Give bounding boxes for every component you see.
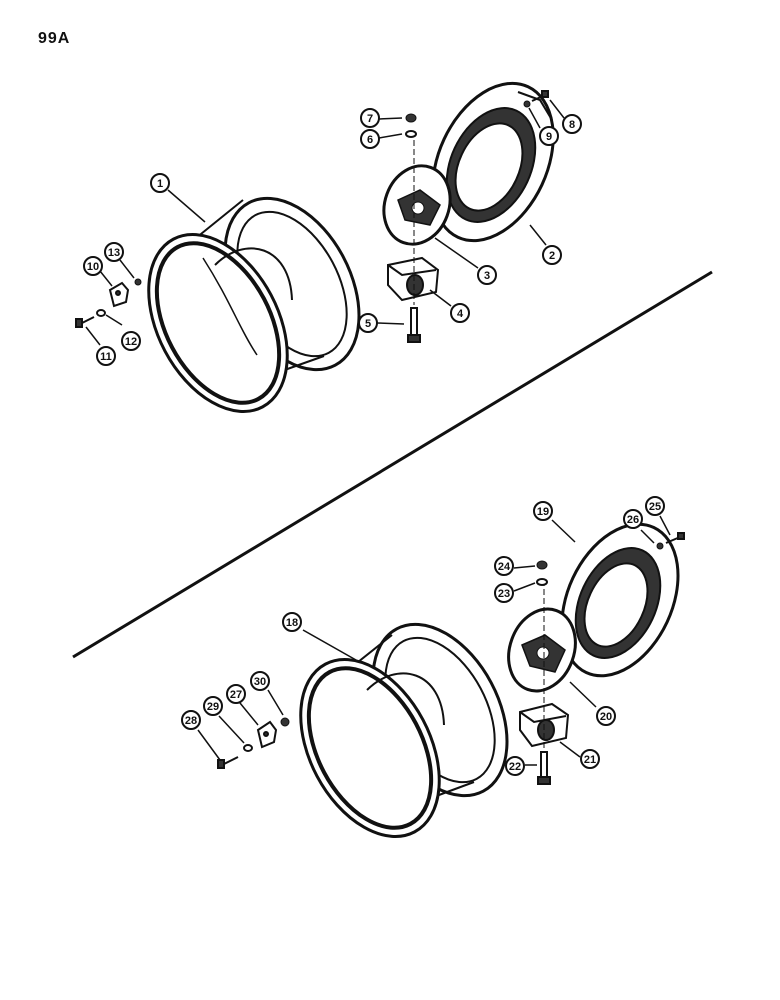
svg-text:26: 26 <box>627 514 639 526</box>
svg-text:24: 24 <box>498 561 511 573</box>
svg-text:11: 11 <box>100 351 112 363</box>
wheel-rim-upper <box>147 196 361 413</box>
hub-plate-upper <box>382 164 452 246</box>
callout-8: 8 <box>562 114 582 134</box>
callout-9: 9 <box>539 126 559 146</box>
divider-line <box>72 270 713 659</box>
callout-3: 3 <box>477 265 497 285</box>
nut-13 <box>134 278 142 286</box>
callout-26: 26 <box>623 509 643 529</box>
nut-30 <box>280 717 290 727</box>
callout-11: 11 <box>96 346 116 366</box>
bolt-11 <box>75 316 95 328</box>
bracket-10 <box>108 281 130 308</box>
svg-text:18: 18 <box>286 617 298 629</box>
callout-2: 2 <box>542 245 562 265</box>
page-label: 99A <box>38 30 71 47</box>
bracket-27 <box>256 720 278 749</box>
svg-text:20: 20 <box>600 711 612 723</box>
svg-text:30: 30 <box>254 676 266 688</box>
svg-text:21: 21 <box>584 754 596 766</box>
svg-text:6: 6 <box>367 134 373 146</box>
bolt-5 <box>407 307 421 343</box>
callout-28: 28 <box>181 710 201 730</box>
washer-29 <box>243 744 253 752</box>
svg-text:19: 19 <box>537 506 549 518</box>
callout-27: 27 <box>226 684 246 704</box>
callout-10: 10 <box>83 256 103 276</box>
svg-text:28: 28 <box>185 715 197 727</box>
callout-1: 1 <box>150 173 170 193</box>
callout-30: 30 <box>250 671 270 691</box>
callout-29: 29 <box>203 696 223 716</box>
svg-text:2: 2 <box>549 250 555 262</box>
bolt-22 <box>537 751 551 785</box>
weight-plate-upper <box>431 81 555 243</box>
callout-23: 23 <box>494 583 514 603</box>
clamp-block-upper <box>387 256 440 302</box>
svg-text:7: 7 <box>367 113 373 125</box>
callout-22: 22 <box>505 756 525 776</box>
bolt-25 <box>665 532 685 544</box>
callout-19: 19 <box>533 501 553 521</box>
svg-text:10: 10 <box>87 261 99 273</box>
callout-4: 4 <box>450 303 470 323</box>
svg-text:1: 1 <box>157 178 163 190</box>
washer-6 <box>405 130 417 138</box>
svg-text:4: 4 <box>457 308 464 320</box>
svg-text:25: 25 <box>649 501 661 513</box>
svg-text:3: 3 <box>484 270 490 282</box>
washer-12 <box>96 309 106 317</box>
callout-5: 5 <box>358 313 378 333</box>
callout-7: 7 <box>360 108 380 128</box>
callout-18: 18 <box>282 612 302 632</box>
washer-23 <box>536 578 548 586</box>
bolt-8 <box>531 90 549 102</box>
wheel-rim-lower <box>299 622 509 838</box>
svg-text:5: 5 <box>365 318 371 330</box>
weight-plate-lower <box>560 522 680 678</box>
svg-text:8: 8 <box>569 119 575 131</box>
svg-text:9: 9 <box>546 131 552 143</box>
svg-text:27: 27 <box>230 689 242 701</box>
callout-24: 24 <box>494 556 514 576</box>
callout-12: 12 <box>121 331 141 351</box>
svg-text:23: 23 <box>498 588 510 600</box>
nut-24 <box>536 560 548 570</box>
svg-text:29: 29 <box>207 701 219 713</box>
callout-6: 6 <box>360 129 380 149</box>
callout-25: 25 <box>645 496 665 516</box>
svg-text:22: 22 <box>509 761 521 773</box>
svg-text:12: 12 <box>125 336 137 348</box>
callout-13: 13 <box>104 242 124 262</box>
washer-26 <box>656 542 664 550</box>
callout-21: 21 <box>580 749 600 769</box>
nut-7 <box>405 113 417 123</box>
svg-text:13: 13 <box>108 247 120 259</box>
washer-9 <box>523 100 531 108</box>
callout-20: 20 <box>596 706 616 726</box>
bolt-28 <box>217 756 239 769</box>
callout-leaders <box>85 99 671 766</box>
